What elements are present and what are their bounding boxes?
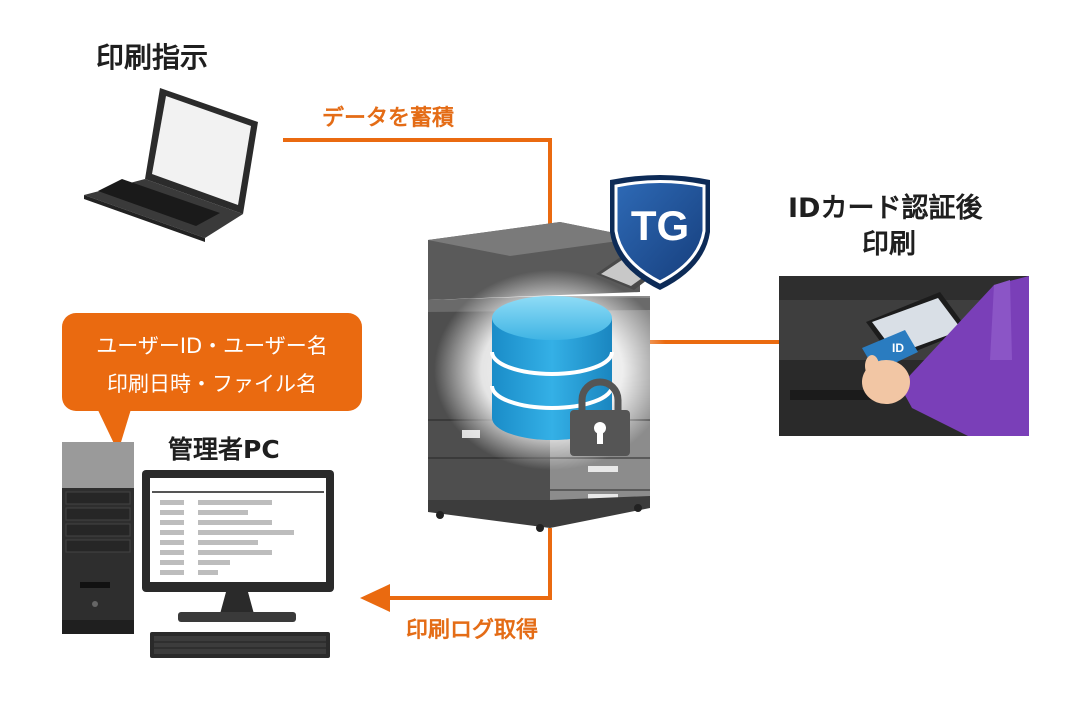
id-card-label: ID xyxy=(892,341,904,355)
desktop-tower-icon xyxy=(62,442,134,634)
shield-icon: TG xyxy=(610,175,710,290)
id-card-print-label-line2: 印刷 xyxy=(862,229,916,260)
bubble-line-user: ユーザーID・ユーザー名 xyxy=(96,334,328,358)
admin-pc-label: 管理者PC xyxy=(168,435,280,464)
monitor-icon xyxy=(142,470,334,622)
print-instruction-label: 印刷指示 xyxy=(96,41,209,74)
id-card-printing-photo: ID xyxy=(779,276,1029,436)
bubble-line-file: 印刷日時・ファイル名 xyxy=(107,372,317,396)
print-log-arrow xyxy=(360,528,552,612)
lock-icon xyxy=(570,378,630,456)
shield-label: TG xyxy=(631,202,689,249)
info-speech-bubble xyxy=(62,313,362,452)
keyboard-icon xyxy=(150,632,330,658)
id-card-print-label-line1: IDカード認証後 xyxy=(788,193,983,224)
laptop-icon xyxy=(84,88,258,242)
print-log-label: 印刷ログ取得 xyxy=(406,618,539,643)
store-data-label: データを蓄積 xyxy=(322,106,455,131)
